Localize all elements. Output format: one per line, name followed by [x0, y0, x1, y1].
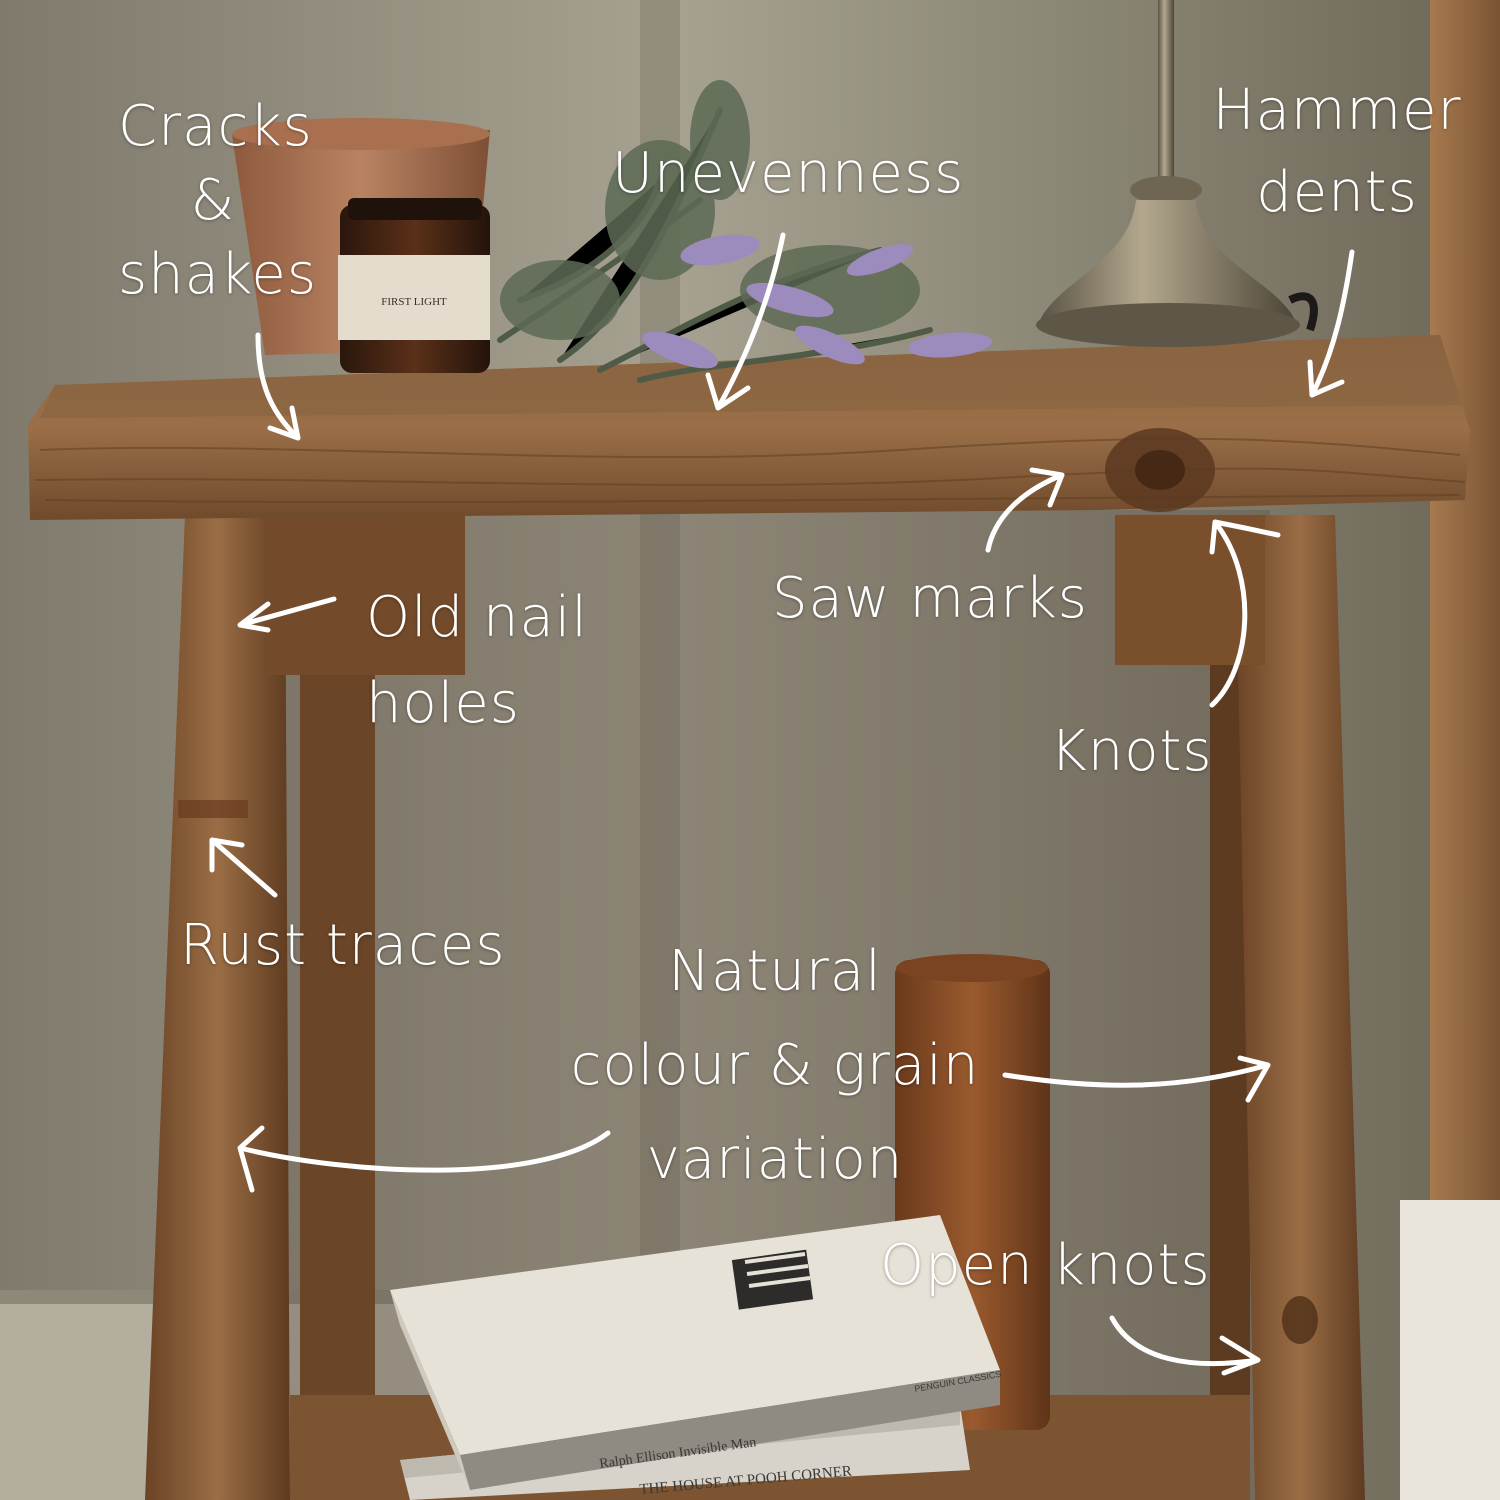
tabletop-knot-core [1135, 450, 1185, 490]
label-cracks-line1: Cracks [118, 94, 313, 159]
label-old-nail-holes: Old nail holes [366, 575, 588, 747]
arrow-natural-left [237, 1125, 611, 1193]
lamp-base [1040, 200, 1295, 320]
lamp-collar [1130, 176, 1202, 204]
arrow-cracks [255, 332, 301, 441]
lavender-buds [642, 234, 992, 369]
arrow-hammer [1307, 249, 1355, 398]
white-cloth [1400, 1200, 1500, 1500]
label-hammer-line2: dents [1256, 160, 1418, 225]
label-natural-line2: colour & grain [570, 1033, 980, 1098]
stool-apron-right [1115, 515, 1265, 665]
rosemary-leaves [500, 80, 920, 340]
stool-apron-left [265, 515, 465, 675]
lamp-foot [1036, 303, 1300, 347]
arrow-nail [237, 596, 337, 633]
arrow-rust [209, 837, 278, 898]
label-nail-line1: Old nail [366, 585, 588, 650]
terracotta-pot-rim [232, 118, 490, 150]
stool-back-leg-left [300, 515, 375, 1500]
lamp-cable [1288, 292, 1318, 332]
stool-front-leg-right [1235, 515, 1365, 1500]
label-natural-line3: variation [646, 1127, 904, 1192]
candle-jar-lid [348, 198, 482, 220]
label-hammer-dents: Hammer dents [1212, 70, 1462, 234]
arrow-unevenness [705, 232, 786, 411]
candle-jar-label [338, 255, 490, 340]
candle-jar-label-text: FIRST LIGHT [381, 296, 447, 308]
label-open-knots: Open knots [880, 1233, 1211, 1298]
arrow-knots [1209, 519, 1281, 708]
label-rust-traces: Rust traces [180, 913, 506, 978]
stool-front-leg-left [145, 515, 290, 1500]
lamp-stem [1158, 0, 1174, 190]
tabletop-top-surface [40, 335, 1462, 418]
label-natural-colour-grain: Natural colour & grain variation [570, 925, 980, 1207]
label-natural-line1: Natural [668, 939, 882, 1004]
candle-top [896, 954, 1048, 982]
label-unevenness: Unevenness [612, 141, 965, 206]
rust-trace [178, 800, 248, 818]
open-knot [1282, 1296, 1318, 1344]
label-knots: Knots [1050, 719, 1213, 784]
label-cracks-and-shakes: Cracks & shakes [118, 90, 318, 312]
books-stack: Ralph Ellison Invisible Man THE HOUSE AT… [390, 1215, 1002, 1500]
label-cracks-line3: shakes [118, 242, 318, 307]
arrow-open-knots [1109, 1315, 1261, 1376]
book-cover-flag-illustration [731, 1249, 814, 1310]
label-nail-line2: holes [366, 671, 520, 736]
label-hammer-line1: Hammer [1212, 78, 1462, 143]
arrow-saw [985, 467, 1065, 553]
arrow-natural-right [1002, 1055, 1271, 1103]
label-cracks-line2: & [190, 168, 236, 233]
label-saw-marks: Saw marks [772, 566, 1088, 631]
